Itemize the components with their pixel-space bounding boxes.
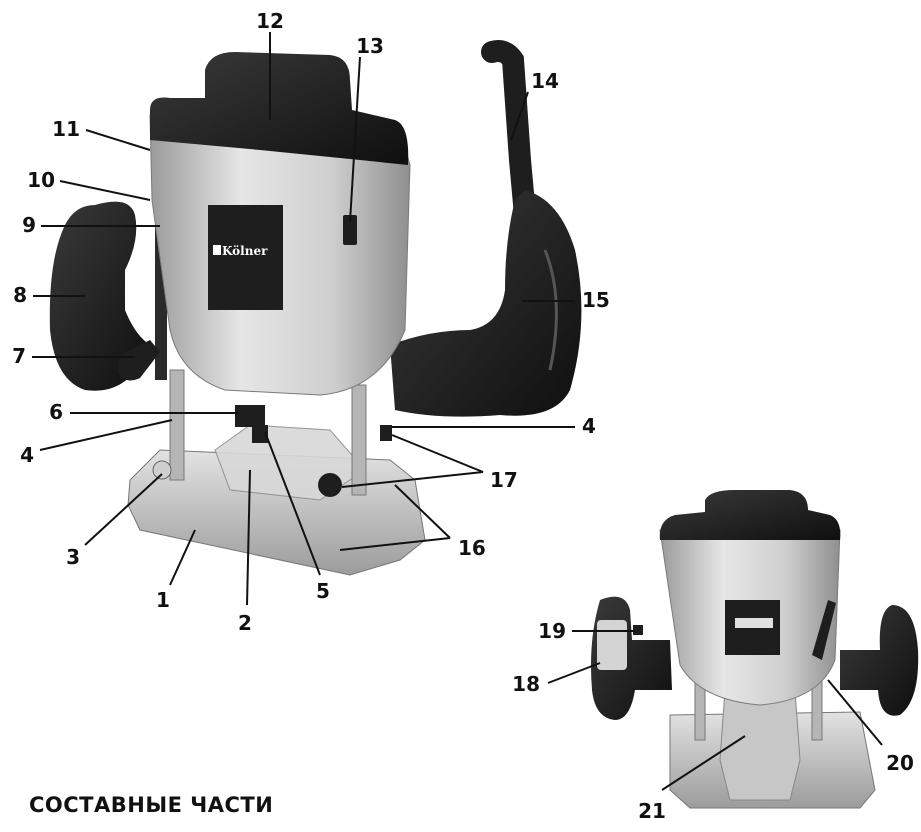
leader-4a	[39, 419, 173, 451]
label-15: 15	[582, 288, 610, 312]
leader-13	[349, 56, 361, 223]
leader-11	[85, 129, 151, 151]
plunge-lock-lever	[812, 600, 836, 660]
label-7: 7	[12, 344, 26, 368]
top-cap	[150, 52, 409, 165]
rear-handle-grip	[543, 249, 558, 371]
label-11: 11	[52, 117, 80, 141]
rear-top-cap	[659, 490, 841, 540]
label-13: 13	[356, 34, 384, 58]
front-label-panel	[208, 205, 283, 310]
part-numbers: 12 13 14 11 10 9 8 7 15 6 4 4 17 3 16 1 …	[12, 9, 914, 823]
turret-stop	[152, 460, 172, 480]
brand-logo-mark	[213, 245, 221, 255]
label-12: 12	[256, 9, 284, 33]
leader-lines	[32, 32, 883, 791]
guide-column-left	[169, 369, 185, 481]
spindle-lock-icon	[633, 625, 643, 635]
label-5: 5	[316, 579, 330, 603]
section-heading: СОСТАВНЫЕ ЧАСТИ	[29, 793, 274, 817]
label-16: 16	[458, 536, 486, 560]
rear-lock-button	[597, 620, 627, 670]
power-cord	[481, 40, 536, 226]
label-14: 14	[531, 69, 559, 93]
rear-handle	[390, 190, 582, 417]
label-18: 18	[512, 672, 540, 696]
rear-brand-panel	[735, 618, 773, 628]
leader-16b	[339, 537, 451, 551]
brand-logo: Kölner	[222, 244, 268, 258]
label-19: 19	[538, 619, 566, 643]
leader-5	[264, 431, 321, 576]
label-21: 21	[638, 799, 666, 823]
label-6: 6	[49, 400, 63, 424]
leader-21	[661, 735, 746, 791]
leader-1	[169, 529, 196, 586]
leader-14	[510, 91, 529, 141]
label-17: 17	[490, 468, 518, 492]
left-handle	[49, 201, 150, 391]
leader-17a	[391, 434, 484, 473]
leader-17b	[341, 471, 484, 488]
label-2: 2	[238, 611, 252, 635]
label-3: 3	[66, 545, 80, 569]
rear-right-handle	[840, 605, 919, 716]
leader-20	[827, 679, 883, 746]
label-8: 8	[13, 283, 27, 307]
clamp-knob-right	[318, 473, 342, 497]
collet-nut	[235, 405, 265, 427]
router-front-view: Kölner	[49, 40, 582, 576]
label-10: 10	[27, 168, 55, 192]
guide-column-right	[351, 384, 367, 496]
label-20: 20	[886, 751, 914, 775]
leader-10	[59, 180, 151, 201]
locking-lever	[118, 340, 160, 381]
column-knob-right	[380, 425, 392, 441]
label-1: 1	[156, 588, 170, 612]
collet-lower	[252, 425, 268, 443]
leader-3	[84, 473, 163, 546]
leader-18	[547, 662, 601, 684]
leader-2	[246, 469, 251, 606]
router-rear-view	[591, 490, 919, 809]
label-4-right: 4	[582, 414, 596, 438]
label-4-left: 4	[20, 443, 34, 467]
label-9: 9	[22, 213, 36, 237]
leader-16a	[394, 484, 451, 539]
power-switch	[343, 215, 357, 245]
